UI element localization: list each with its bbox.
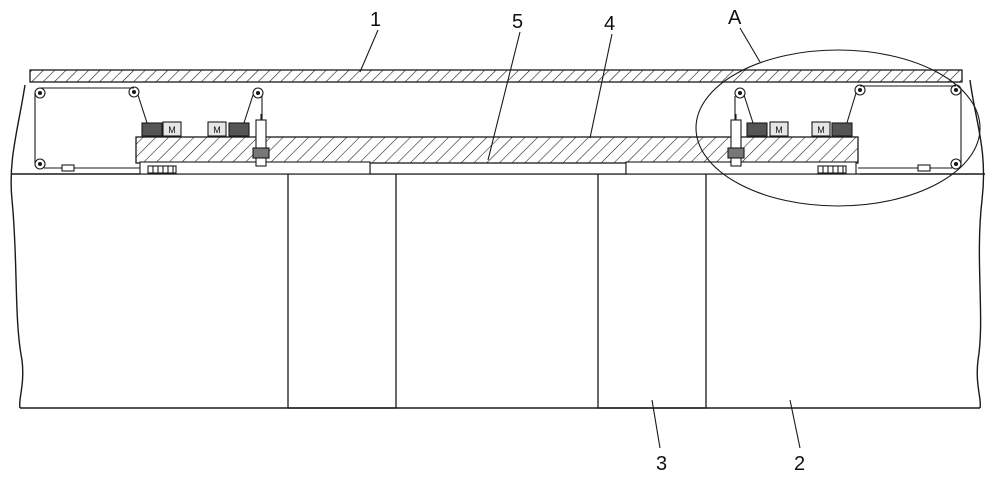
pillar-right — [597, 173, 707, 409]
roof-plate — [29, 69, 963, 83]
motor-label: M — [817, 125, 825, 135]
motor-labels: M M M M — [168, 125, 825, 135]
left-mechanism — [34, 86, 270, 174]
roller-rail — [147, 165, 177, 174]
winch-icon — [228, 122, 250, 137]
motor-box — [811, 121, 831, 137]
right-mechanism — [727, 84, 962, 174]
motor-box — [769, 121, 789, 137]
callout-labels: 1 5 4 A 3 2 — [370, 7, 805, 475]
motor-label: M — [168, 125, 176, 135]
label-pillar: 3 — [656, 453, 667, 475]
winch-icon — [141, 122, 163, 137]
leader-lines — [359, 27, 801, 449]
pillar-left — [287, 173, 397, 409]
pillars — [140, 173, 860, 409]
motor-box — [162, 121, 182, 137]
winch-icon — [831, 122, 853, 137]
structure-outline — [10, 79, 985, 409]
label-slab: 4 — [604, 13, 615, 35]
detail-circle-a — [695, 49, 981, 207]
label-center-block: 5 — [512, 11, 523, 33]
roller-rail — [817, 165, 847, 174]
label-detail: A — [728, 7, 742, 29]
label-wall: 2 — [794, 453, 805, 475]
label-roof: 1 — [370, 9, 381, 31]
lock-post-icon — [255, 119, 267, 167]
motor-label: M — [213, 125, 221, 135]
winch-icon — [746, 122, 768, 137]
center-block — [369, 161, 627, 175]
lock-post-icon — [730, 119, 742, 167]
motor-label: M — [775, 125, 783, 135]
motor-box — [207, 121, 227, 137]
